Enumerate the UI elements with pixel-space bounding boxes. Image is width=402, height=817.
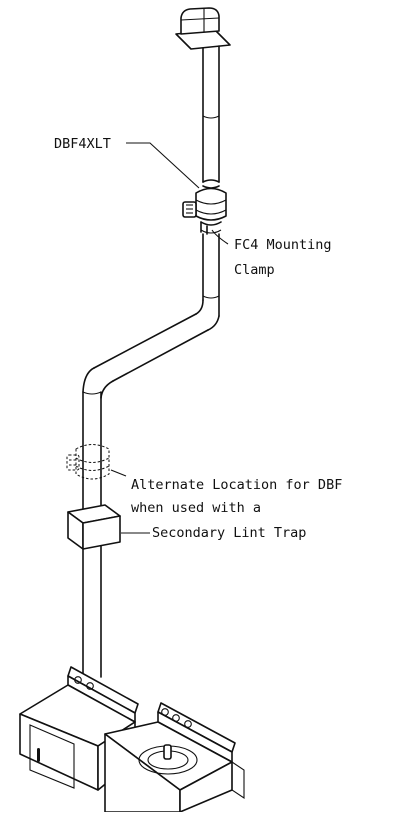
label-fc4-mounting-clamp-line2: Clamp [234, 262, 275, 278]
alternate-fan-location [66, 444, 110, 480]
duct-lower-elbow [82, 367, 114, 399]
label-alternate-location-line1: Alternate Location for DBF [131, 477, 342, 493]
label-secondary-lint-trap: Secondary Lint Trap [152, 525, 306, 541]
duct-top-vertical [202, 45, 220, 183]
booster-fan-unit [182, 179, 227, 221]
secondary-lint-trap [67, 504, 121, 550]
roof-vent-cap [175, 7, 231, 50]
duct-middle-vertical [195, 233, 220, 331]
washer-appliance [104, 702, 245, 813]
label-alternate-location-line2: when used with a [131, 500, 261, 516]
label-fc4-mounting-clamp-line1: FC4 Mounting [234, 237, 332, 253]
duct-diagonal [93, 313, 209, 382]
label-dbf4xlt: DBF4XLT [54, 136, 111, 152]
callout-leaders [110, 142, 229, 534]
fc4-mounting-clamp [200, 221, 222, 235]
